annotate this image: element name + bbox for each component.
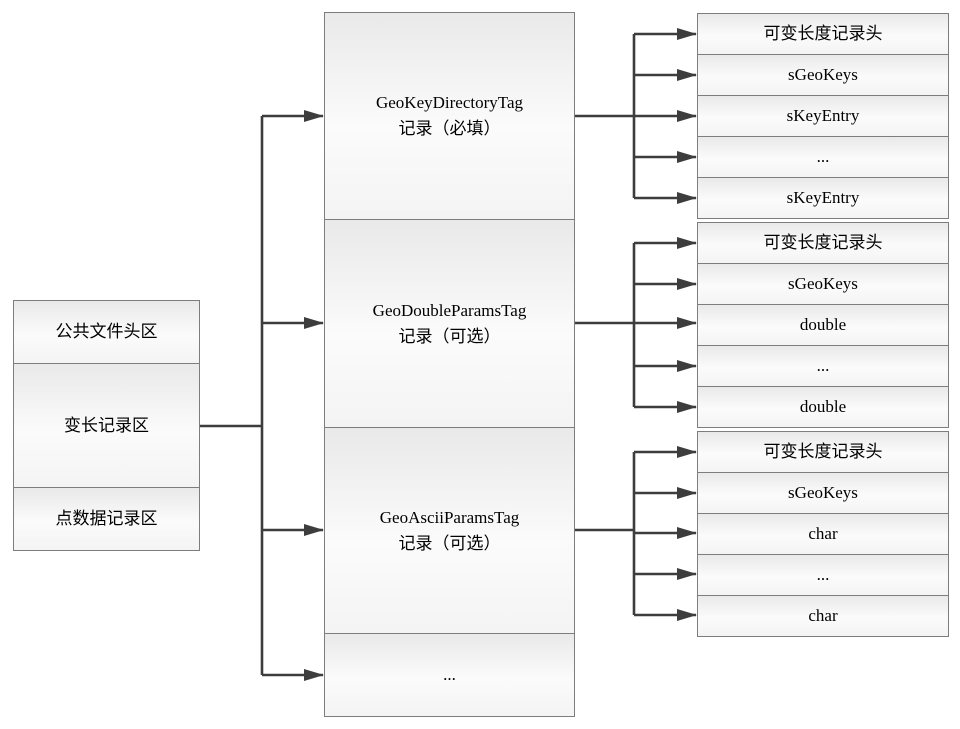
geoasciiparams-record-layout-box: 可变长度记录头 sGeoKeys char ... char [697, 431, 949, 637]
tag-note: 记录（可选） [398, 326, 501, 346]
row-skeyentry: sKeyEntry [697, 177, 949, 219]
right-feeder-group-2 [575, 237, 697, 413]
row-sgeokeys: sGeoKeys [697, 54, 949, 96]
cell-more-tags-ellipsis: ... [324, 633, 575, 717]
row-vlr-header: 可变长度记录头 [697, 222, 949, 264]
row-vlr-header: 可变长度记录头 [697, 431, 949, 473]
row-sgeokeys: sGeoKeys [697, 263, 949, 305]
cell-variable-length-record-area: 变长记录区 [13, 363, 200, 488]
geo-tag-records-box: GeoKeyDirectoryTag 记录（必填） GeoDoubleParam… [324, 12, 575, 717]
right-feeder-group-1 [575, 28, 697, 204]
row-ellipsis: ... [697, 345, 949, 387]
tag-name: GeoAsciiParamsTag [379, 507, 520, 527]
left-trunk-connectors [199, 110, 324, 681]
row-sgeokeys: sGeoKeys [697, 472, 949, 514]
row-skeyentry: sKeyEntry [697, 95, 949, 137]
row-char: char [697, 595, 949, 637]
cell-geoasciiparamstag: GeoAsciiParamsTag 记录（可选） [324, 427, 575, 634]
cell-geokeydirectorytag: GeoKeyDirectoryTag 记录（必填） [324, 12, 575, 220]
row-ellipsis: ... [697, 136, 949, 178]
geodoubleparams-record-layout-box: 可变长度记录头 sGeoKeys double ... double [697, 222, 949, 428]
geokeydirectory-record-layout-box: 可变长度记录头 sGeoKeys sKeyEntry ... sKeyEntry [697, 13, 949, 219]
right-feeder-group-3 [575, 446, 697, 621]
tag-note: 记录（可选） [398, 533, 501, 553]
row-vlr-header: 可变长度记录头 [697, 13, 949, 55]
tag-name: GeoKeyDirectoryTag [375, 93, 524, 112]
row-char: char [697, 513, 949, 555]
cell-geodoubleparamstag: GeoDoubleParamsTag 记录（可选） [324, 219, 575, 428]
row-double: double [697, 304, 949, 346]
ellipsis-label: ... [443, 665, 456, 684]
tag-name: GeoDoubleParamsTag [372, 300, 527, 320]
tag-note: 记录（必填） [398, 119, 501, 138]
row-ellipsis: ... [697, 554, 949, 596]
cell-point-data-record-area: 点数据记录区 [13, 487, 200, 551]
cell-public-header-area: 公共文件头区 [13, 300, 200, 364]
row-double: double [697, 386, 949, 428]
las-file-structure-box: 公共文件头区 变长记录区 点数据记录区 [13, 300, 200, 551]
